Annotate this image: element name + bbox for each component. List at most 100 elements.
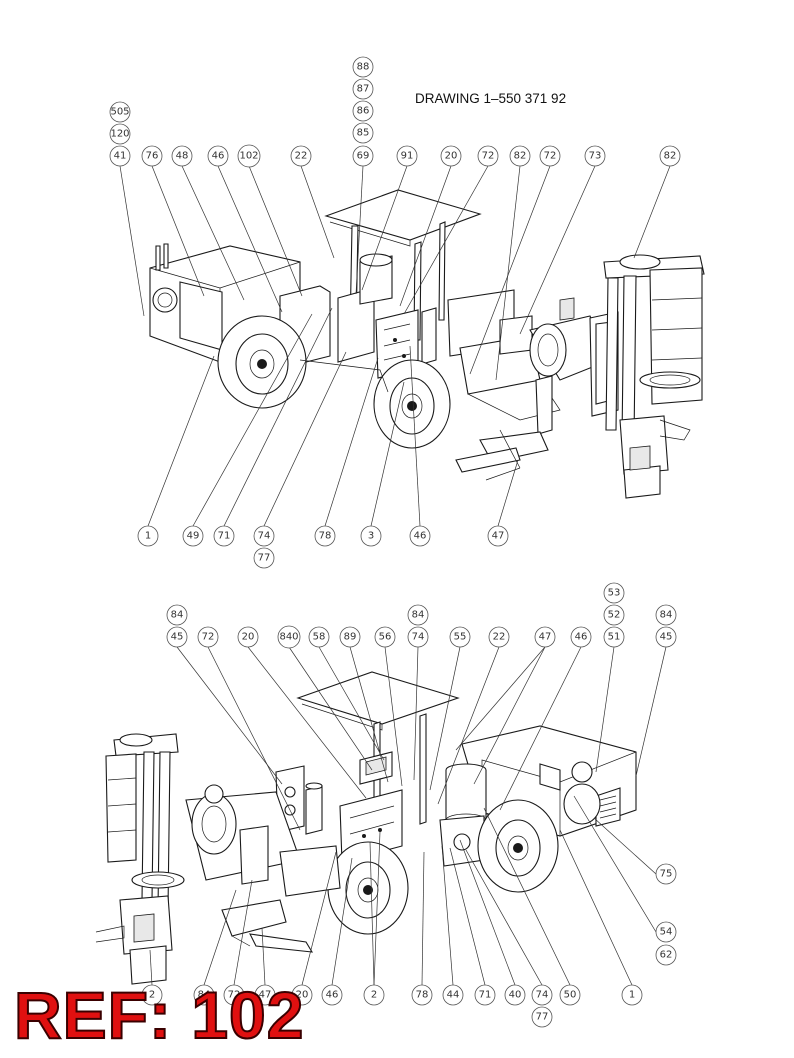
callout-bubble[interactable]: 1 — [621, 984, 643, 1006]
callout-bubble[interactable]: 84 — [407, 604, 429, 626]
callout-bubble[interactable]: 22 — [290, 145, 312, 167]
callout-bubble[interactable]: 85 — [352, 122, 374, 144]
callout-bubble[interactable]: 55 — [449, 626, 471, 648]
callout-number: 69 — [357, 151, 370, 162]
callout-number: 46 — [575, 632, 588, 643]
callout-number: 22 — [295, 151, 308, 162]
callout-bubble[interactable]: 73 — [584, 145, 606, 167]
callout-bubble[interactable]: 77 — [531, 1006, 553, 1028]
callout-number: 87 — [357, 84, 370, 95]
callout-number: 78 — [319, 531, 332, 542]
callout-number: 48 — [176, 151, 189, 162]
callout-bubble[interactable]: 46 — [570, 626, 592, 648]
callout-bubble[interactable]: 52 — [603, 604, 625, 626]
callout-bubble[interactable]: 2 — [363, 984, 385, 1006]
callout-bubble[interactable]: 71 — [213, 525, 235, 547]
callout-number: 840 — [279, 632, 298, 643]
callout-number: 74 — [258, 531, 271, 542]
callout-bubble[interactable]: 77 — [253, 547, 275, 569]
callout-number: 71 — [479, 990, 492, 1001]
callout-bubble[interactable]: 75 — [655, 863, 677, 885]
callout-bubble[interactable]: 78 — [411, 984, 433, 1006]
callout-bubble[interactable]: 84 — [193, 984, 215, 1006]
callout-number: 46 — [212, 151, 225, 162]
callout-number: 76 — [146, 151, 159, 162]
callout-bubble[interactable]: 72 — [223, 984, 245, 1006]
callout-bubble[interactable]: 91 — [396, 145, 418, 167]
callout-bubble[interactable]: 62 — [655, 944, 677, 966]
callout-number: 3 — [368, 531, 374, 542]
callout-bubble[interactable]: 120 — [109, 123, 131, 145]
callout-bubble[interactable]: 47 — [254, 984, 276, 1006]
callout-bubble[interactable]: 74 — [531, 984, 553, 1006]
callout-bubble[interactable]: 74 — [253, 525, 275, 547]
callout-bubble[interactable]: 53 — [603, 582, 625, 604]
callout-bubble[interactable]: 71 — [474, 984, 496, 1006]
callout-bubble[interactable]: 1 — [137, 525, 159, 547]
callout-bubble[interactable]: 44 — [442, 984, 464, 1006]
callout-bubble[interactable]: 51 — [603, 626, 625, 648]
callout-bubble[interactable]: 72 — [477, 145, 499, 167]
callout-bubble[interactable]: 72 — [539, 145, 561, 167]
callout-number: 102 — [239, 151, 258, 162]
callout-number: 50 — [564, 990, 577, 1001]
callout-bubble[interactable]: 49 — [182, 525, 204, 547]
callout-bubble[interactable]: 88 — [352, 56, 374, 78]
callouts-top-view: 505 120 41 88 87 86 85 69 76 48 46 102 2… — [109, 56, 681, 569]
callout-number: 47 — [259, 990, 272, 1001]
ref-label: REF: 102 — [13, 978, 305, 1052]
callout-bubble[interactable]: 89 — [339, 626, 361, 648]
callout-bubble[interactable]: 20 — [237, 626, 259, 648]
callout-bubble[interactable]: 82 — [509, 145, 531, 167]
callout-bubble[interactable]: 58 — [308, 626, 330, 648]
callout-number: 88 — [357, 62, 370, 73]
callout-number: 20 — [445, 151, 458, 162]
callout-bubble[interactable]: 102 — [237, 144, 261, 168]
callout-number: 72 — [202, 632, 215, 643]
callout-bubble[interactable]: 45 — [655, 626, 677, 648]
callout-number: 72 — [544, 151, 557, 162]
callout-bubble[interactable]: 20 — [291, 984, 313, 1006]
callout-number: 74 — [412, 632, 425, 643]
callout-bubble[interactable]: 84 — [655, 604, 677, 626]
callout-number: 1 — [629, 990, 635, 1001]
callout-bubble[interactable]: 87 — [352, 78, 374, 100]
callout-number: 120 — [110, 129, 129, 140]
callout-bubble[interactable]: 74 — [407, 626, 429, 648]
callout-number: 77 — [258, 553, 271, 564]
machine-drawing-top — [149, 189, 705, 499]
callout-number: 2 — [371, 990, 377, 1001]
callout-bubble[interactable]: 84 — [166, 604, 188, 626]
callout-bubble[interactable]: 82 — [659, 145, 681, 167]
callout-number: 41 — [114, 151, 127, 162]
callout-bubble[interactable]: 54 — [655, 921, 677, 943]
callout-bubble[interactable]: 40 — [504, 984, 526, 1006]
callout-bubble[interactable]: 47 — [534, 626, 556, 648]
callout-bubble[interactable]: 48 — [171, 145, 193, 167]
callout-bubble[interactable]: 86 — [352, 100, 374, 122]
callout-number: 86 — [357, 106, 370, 117]
callout-number: 62 — [660, 950, 673, 961]
callout-number: 20 — [242, 632, 255, 643]
callout-number: 47 — [539, 632, 552, 643]
callout-bubble[interactable]: 56 — [374, 626, 396, 648]
callout-bubble[interactable]: 41 — [109, 145, 131, 167]
callout-bubble[interactable]: 2 — [141, 984, 163, 1006]
callout-bubble[interactable]: 46 — [409, 525, 431, 547]
drawing-title: DRAWING 1–550 371 92 — [415, 91, 567, 106]
callout-bubble[interactable]: 47 — [487, 525, 509, 547]
callout-number: 55 — [454, 632, 467, 643]
callout-bubble[interactable]: 72 — [197, 626, 219, 648]
callout-bubble[interactable]: 76 — [141, 145, 163, 167]
callout-bubble[interactable]: 69 — [352, 145, 374, 167]
callout-bubble[interactable]: 840 — [277, 625, 301, 649]
callout-bubble[interactable]: 46 — [321, 984, 343, 1006]
callout-bubble[interactable]: 22 — [488, 626, 510, 648]
callout-bubble[interactable]: 3 — [360, 525, 382, 547]
callout-bubble[interactable]: 46 — [207, 145, 229, 167]
callout-bubble[interactable]: 45 — [166, 626, 188, 648]
callout-bubble[interactable]: 505 — [109, 101, 131, 123]
callout-bubble[interactable]: 20 — [440, 145, 462, 167]
callout-bubble[interactable]: 50 — [559, 984, 581, 1006]
callout-bubble[interactable]: 78 — [314, 525, 336, 547]
